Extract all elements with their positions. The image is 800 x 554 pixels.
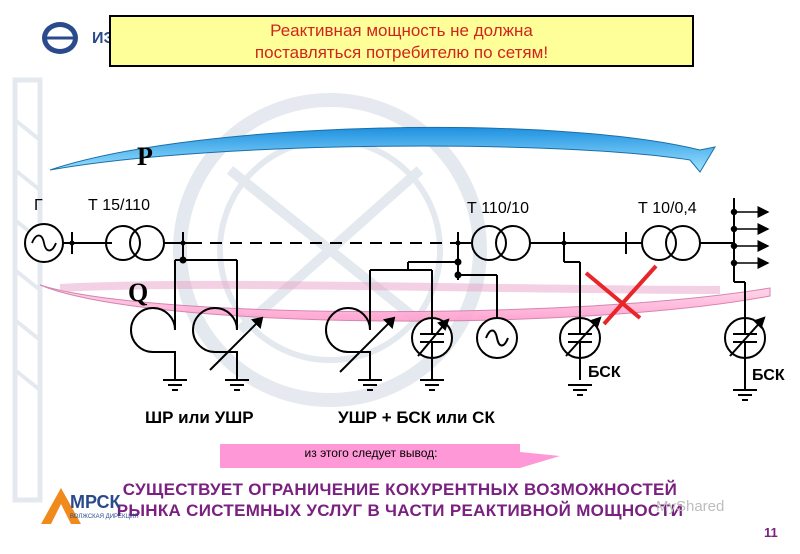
label-bsk-1: БСК (588, 364, 621, 381)
title-line-2: поставляться потребителю по сетям! (254, 43, 549, 62)
label-generator: Г (34, 197, 43, 214)
page-number: 11 (764, 525, 778, 540)
logo-bottom-subtext: ВОЛЖСКАЯ ДИРЕКЦИЯ (70, 514, 139, 520)
transformer-t2-winding-2 (495, 225, 531, 261)
compensator-group-2 (325, 258, 518, 391)
label-transformer-t1: Т 15/110 (88, 197, 150, 214)
label-group-1: ШР или УШР (145, 408, 254, 427)
capacitor-bank-2 (724, 281, 766, 401)
reactor-group-1 (130, 243, 264, 391)
transformer-t3-winding-2 (665, 225, 701, 261)
title-line-1: Реактивная мощность не должна (270, 21, 533, 40)
transformer-t1-winding-2 (129, 225, 165, 261)
label-group-2: УШР + БСК или СК (338, 408, 495, 427)
forbidden-cross-mark (584, 264, 658, 326)
logo-bottom-text: МРСК (70, 492, 121, 512)
transformer-t2-winding-1 (471, 225, 507, 261)
conclusion-line-1: СУЩЕСТВУЕТ ОГРАНИЧЕНИЕ КОКУРЕНТНЫХ ВОЗМО… (122, 480, 678, 499)
label-transformer-t2: Т 110/10 (467, 200, 529, 217)
conclusion-line-2: РЫНКА СИСТЕМНЫХ УСЛУГ В ЧАСТИ РЕАКТИВНОЙ… (116, 501, 684, 520)
title-banner: Реактивная мощность не должна поставлять… (109, 15, 694, 67)
label-bsk-2: БСК (752, 367, 785, 384)
transformer-t1-winding-1 (105, 225, 141, 261)
capacitor-bank-1 (559, 243, 602, 396)
conclusion-arrow (220, 444, 560, 468)
active-power-arrow (49, 126, 717, 173)
company-logo-bottom: МРСК ВОЛЖСКАЯ ДИРЕКЦИЯ (36, 486, 139, 531)
transformer-t3-winding-1 (641, 225, 677, 261)
label-active-power-p: P (137, 142, 153, 171)
label-reactive-power-q: Q (128, 278, 149, 307)
watermark-text: MyShared (656, 498, 725, 515)
label-transformer-t3: Т 10/0,4 (638, 200, 697, 217)
conclusion-label: из этого следует вывод: (304, 446, 438, 460)
